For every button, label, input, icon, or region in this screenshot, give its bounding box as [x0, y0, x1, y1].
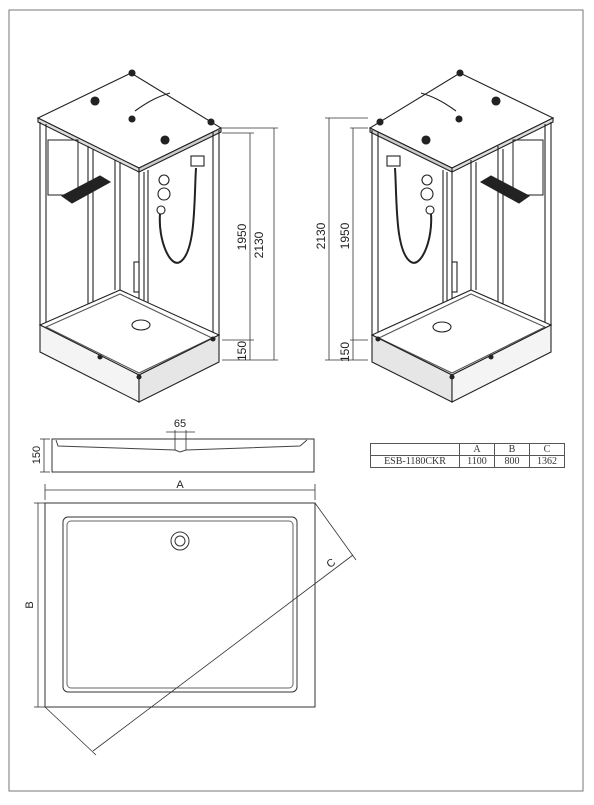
dim-c-label: C	[324, 556, 338, 570]
right-dim-cabin: 1950	[338, 222, 352, 249]
spec-table: A B C ESB-1180CKR 1100 800 1362	[370, 443, 565, 468]
header-cell-c: C	[529, 443, 565, 456]
tray-side-profile	[40, 430, 315, 473]
header-cell-model	[370, 443, 460, 456]
spec-table-header: A B C	[370, 443, 565, 456]
cell-a: 1100	[459, 455, 495, 468]
tray-height-label: 150	[31, 446, 43, 464]
left-dimension-lines	[222, 127, 278, 361]
right-dim-total: 2130	[314, 222, 328, 249]
tray-top-view	[34, 484, 357, 756]
left-dim-tray: 150	[235, 341, 249, 361]
dim-b-label: B	[24, 601, 36, 608]
left-dim-cabin: 1950	[235, 223, 249, 250]
header-cell-a: A	[459, 443, 495, 456]
drain-offset-label: 65	[174, 418, 186, 430]
table-row: ESB-1180CKR 1100 800 1362	[370, 455, 565, 468]
left-cabin-view	[36, 69, 223, 403]
right-dimension-lines	[325, 117, 368, 361]
left-dim-total: 2130	[252, 231, 266, 258]
cell-c: 1362	[529, 455, 565, 468]
right-dim-tray: 150	[338, 342, 352, 362]
cell-model: ESB-1180CKR	[370, 455, 460, 468]
header-cell-b: B	[494, 443, 530, 456]
right-cabin-view	[368, 69, 555, 403]
cell-b: 800	[494, 455, 530, 468]
sheet-border	[8, 9, 584, 792]
dim-a-label: A	[176, 479, 184, 491]
